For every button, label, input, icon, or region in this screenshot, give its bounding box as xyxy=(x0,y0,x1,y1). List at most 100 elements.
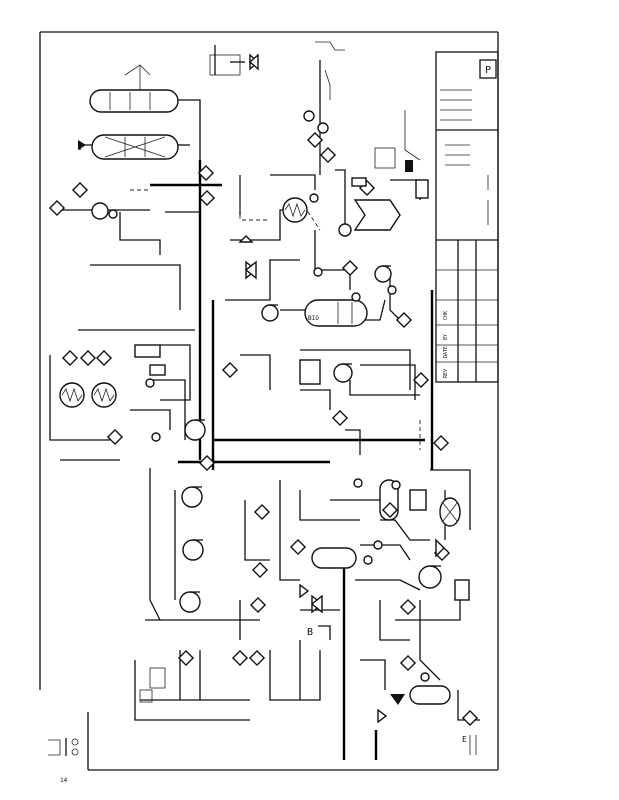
pump-icon xyxy=(338,223,352,237)
instrument-bubble-icon xyxy=(289,538,307,556)
pump-icon xyxy=(261,304,279,322)
rev-label-2: BY xyxy=(443,334,449,340)
heat-exchanger-icon xyxy=(134,344,166,376)
instrument-bubble-icon xyxy=(198,189,216,207)
revision-table: REV DATE BY CHK xyxy=(443,311,449,378)
valve-icon xyxy=(310,594,324,614)
valves xyxy=(238,53,445,724)
pump-icon xyxy=(181,486,203,508)
rev-label-1: DATE xyxy=(443,346,449,358)
rev-label-0: REV xyxy=(443,369,449,378)
pump-icon xyxy=(179,591,201,613)
filter-bank xyxy=(78,134,179,160)
title-block-tag: P xyxy=(485,65,491,76)
instrument-bubble-icon xyxy=(145,378,155,388)
flash-drum xyxy=(311,479,399,569)
separator-tag: E xyxy=(462,735,467,744)
vessel-icon xyxy=(304,299,368,327)
instrument-bubble-icon xyxy=(309,193,319,203)
instrument-bubble-icon xyxy=(71,181,89,199)
instrument-bubble-icon xyxy=(306,131,324,149)
vessel-icon xyxy=(409,685,451,705)
vessel-icon xyxy=(409,489,427,511)
overhead-drum xyxy=(89,64,179,113)
reactor-tag: BIO xyxy=(308,315,319,322)
instrument-bubble-icon xyxy=(221,361,239,379)
instrument-bubble-icon xyxy=(48,199,66,217)
instrument-bubble-icon xyxy=(198,454,216,472)
instrument-bubble-icon xyxy=(353,478,363,488)
instrument-bubble-icon xyxy=(399,654,417,672)
valve-icon xyxy=(299,583,310,599)
vessel-icon xyxy=(454,579,470,601)
flash-tag: B xyxy=(307,627,313,638)
pump-icon xyxy=(333,363,353,383)
top-instrument-cluster xyxy=(209,41,421,172)
instrument-bubble-icon xyxy=(177,649,195,667)
instrument-bubble-icon xyxy=(381,501,399,519)
instrument-bubble-icon xyxy=(79,349,97,367)
instrument-bubble-icon xyxy=(351,292,361,302)
instrument-bubble-icon xyxy=(363,555,373,565)
instrument-bubble-icon xyxy=(106,428,124,446)
pumps xyxy=(179,223,442,613)
valve-icon xyxy=(377,708,388,724)
instrument-bubble-icon xyxy=(317,122,329,134)
heat-exchanger-icon xyxy=(282,197,308,223)
valve-icon xyxy=(435,538,445,558)
instrument-bubble-icon xyxy=(313,267,323,277)
valve-icon xyxy=(238,235,254,243)
reactor-vessel: BIO xyxy=(304,299,368,327)
pump-icon xyxy=(184,419,206,441)
instrument-bubble-icon xyxy=(412,371,430,389)
instrument-bubble-icon xyxy=(249,596,267,614)
instrument-bubble-icon xyxy=(248,649,266,667)
rev-label-3: CHK xyxy=(443,311,449,320)
title-block: P REV DATE BY CHK xyxy=(435,51,499,383)
main-headers xyxy=(150,160,434,760)
instrument-bubble-icon xyxy=(461,709,479,727)
heat-exchanger-icon xyxy=(439,497,461,527)
vessel-icon xyxy=(351,177,367,187)
flash-section: B xyxy=(307,625,331,640)
bottom-left-controls xyxy=(48,667,166,756)
valve-icon xyxy=(244,260,258,280)
bottom-separator: E xyxy=(390,685,477,755)
vessel-icon xyxy=(311,547,357,569)
vessel-icon xyxy=(415,179,429,199)
instrument-bubble-icon xyxy=(373,540,383,550)
pump-icon xyxy=(418,565,442,589)
right-small-units xyxy=(299,177,470,601)
instruments xyxy=(48,131,479,727)
instrument-bubble-icon xyxy=(197,164,215,182)
instrument-bubble-icon xyxy=(331,409,349,427)
instrument-bubble-icon xyxy=(387,285,397,295)
page-number: 14 xyxy=(60,777,68,784)
vessel-icon xyxy=(89,89,179,113)
instrument-bubble-icon xyxy=(341,259,359,277)
vessel-icon xyxy=(299,359,321,385)
instrument-bubble-icon xyxy=(303,110,315,122)
instrument-bubble-icon xyxy=(391,480,401,490)
instrument-bubble-icon xyxy=(319,146,337,164)
instrument-bubble-icon xyxy=(95,349,113,367)
pump-icon xyxy=(182,539,204,561)
heat-exchanger-icon xyxy=(91,202,109,220)
pump-icon xyxy=(374,265,392,283)
instrument-bubble-icon xyxy=(253,503,271,521)
heat-exchanger-icon xyxy=(353,199,401,231)
instrument-bubble-icon xyxy=(61,349,79,367)
instrument-bubble-icon xyxy=(395,311,413,329)
exchangers xyxy=(59,197,461,527)
instrument-circles xyxy=(108,110,430,682)
valve-icon xyxy=(248,53,260,71)
heat-exchanger-icon xyxy=(91,382,117,408)
instrument-bubble-icon xyxy=(231,649,249,667)
instrument-bubble-icon xyxy=(399,598,417,616)
instrument-bubble-icon xyxy=(108,209,118,219)
instrument-bubble-icon xyxy=(432,434,450,452)
instrument-bubble-icon xyxy=(251,561,269,579)
instrument-bubble-icon xyxy=(151,432,161,442)
heat-exchanger-icon xyxy=(59,382,85,408)
